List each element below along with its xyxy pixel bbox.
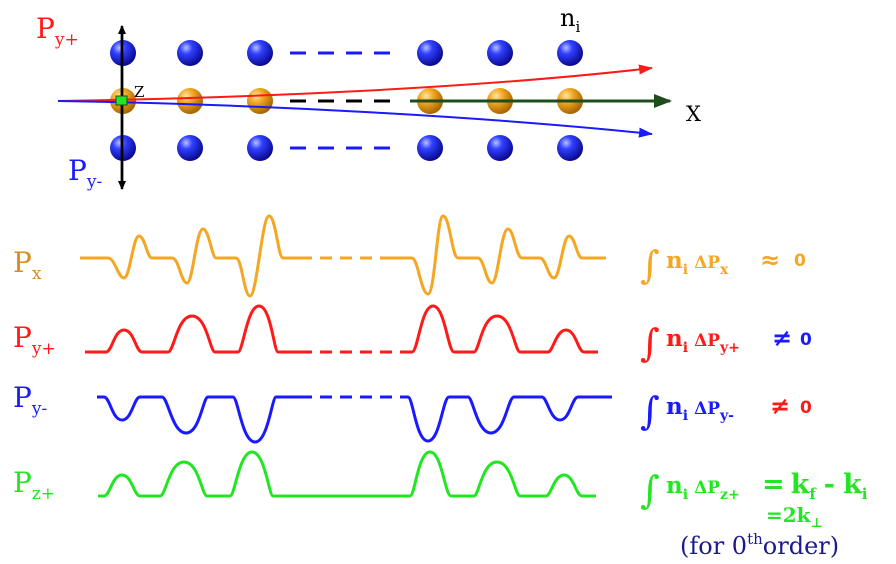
integral-sign: ∫ xyxy=(640,389,660,433)
integral-rhs: =kf-ki xyxy=(762,469,868,503)
integral-rhs: 0 xyxy=(800,330,812,350)
integral-sign: ∫ xyxy=(640,468,660,512)
px-waveform-right xyxy=(392,214,606,296)
blue-atom xyxy=(247,40,273,66)
integral-relation: ≠ xyxy=(772,324,792,352)
z-axis-label: Z xyxy=(134,83,144,101)
py-plus-trajectory xyxy=(57,64,653,102)
density-label: ni xyxy=(560,4,580,36)
blue-atom xyxy=(557,135,583,161)
integral-rhs: 0 xyxy=(794,251,806,271)
blue-atom xyxy=(177,40,203,66)
py-plus-waveform-right xyxy=(400,304,598,354)
integral-relation: ≠ xyxy=(770,392,790,420)
x-axis-label: X xyxy=(686,102,701,126)
px-waveform-left xyxy=(80,214,300,298)
integral-rhs: 0 xyxy=(800,398,812,418)
orange-atom xyxy=(247,88,273,114)
waveform-label: Py- xyxy=(13,381,47,419)
integral-sign: ∫ xyxy=(640,321,660,365)
integral-sign: ∫ xyxy=(640,243,660,287)
py-minus-beam-label: Py- xyxy=(68,154,102,192)
py-minus-trajectory xyxy=(57,100,653,138)
blue-atom xyxy=(247,135,273,161)
blue-atom xyxy=(417,135,443,161)
blue-atom xyxy=(487,40,513,66)
blue-atom xyxy=(487,135,513,161)
waveform-label: Px xyxy=(13,246,42,284)
blue-atom xyxy=(177,135,203,161)
py-minus-waveform-right xyxy=(400,395,612,443)
origin-marker xyxy=(115,95,128,106)
py-plus-waveform-left xyxy=(85,304,300,354)
waveform-label: Py+ xyxy=(13,321,56,359)
py-plus-beam-label: Py+ xyxy=(36,12,79,50)
integral-relation: ≈ xyxy=(760,246,780,274)
lattice-panel: Z X ni Py+ Py- xyxy=(36,4,701,192)
pz-plus-waveform xyxy=(98,450,596,498)
top-atom-row xyxy=(110,40,583,66)
py-minus-waveform-left xyxy=(97,395,300,444)
perp-momentum-equation: =2k⊥ xyxy=(766,503,823,531)
blue-atom xyxy=(417,40,443,66)
blue-atom xyxy=(557,40,583,66)
waveform-label: Pz+ xyxy=(13,466,55,504)
orange-atom xyxy=(177,88,203,114)
order-note: (for 0thorder) xyxy=(680,530,839,560)
